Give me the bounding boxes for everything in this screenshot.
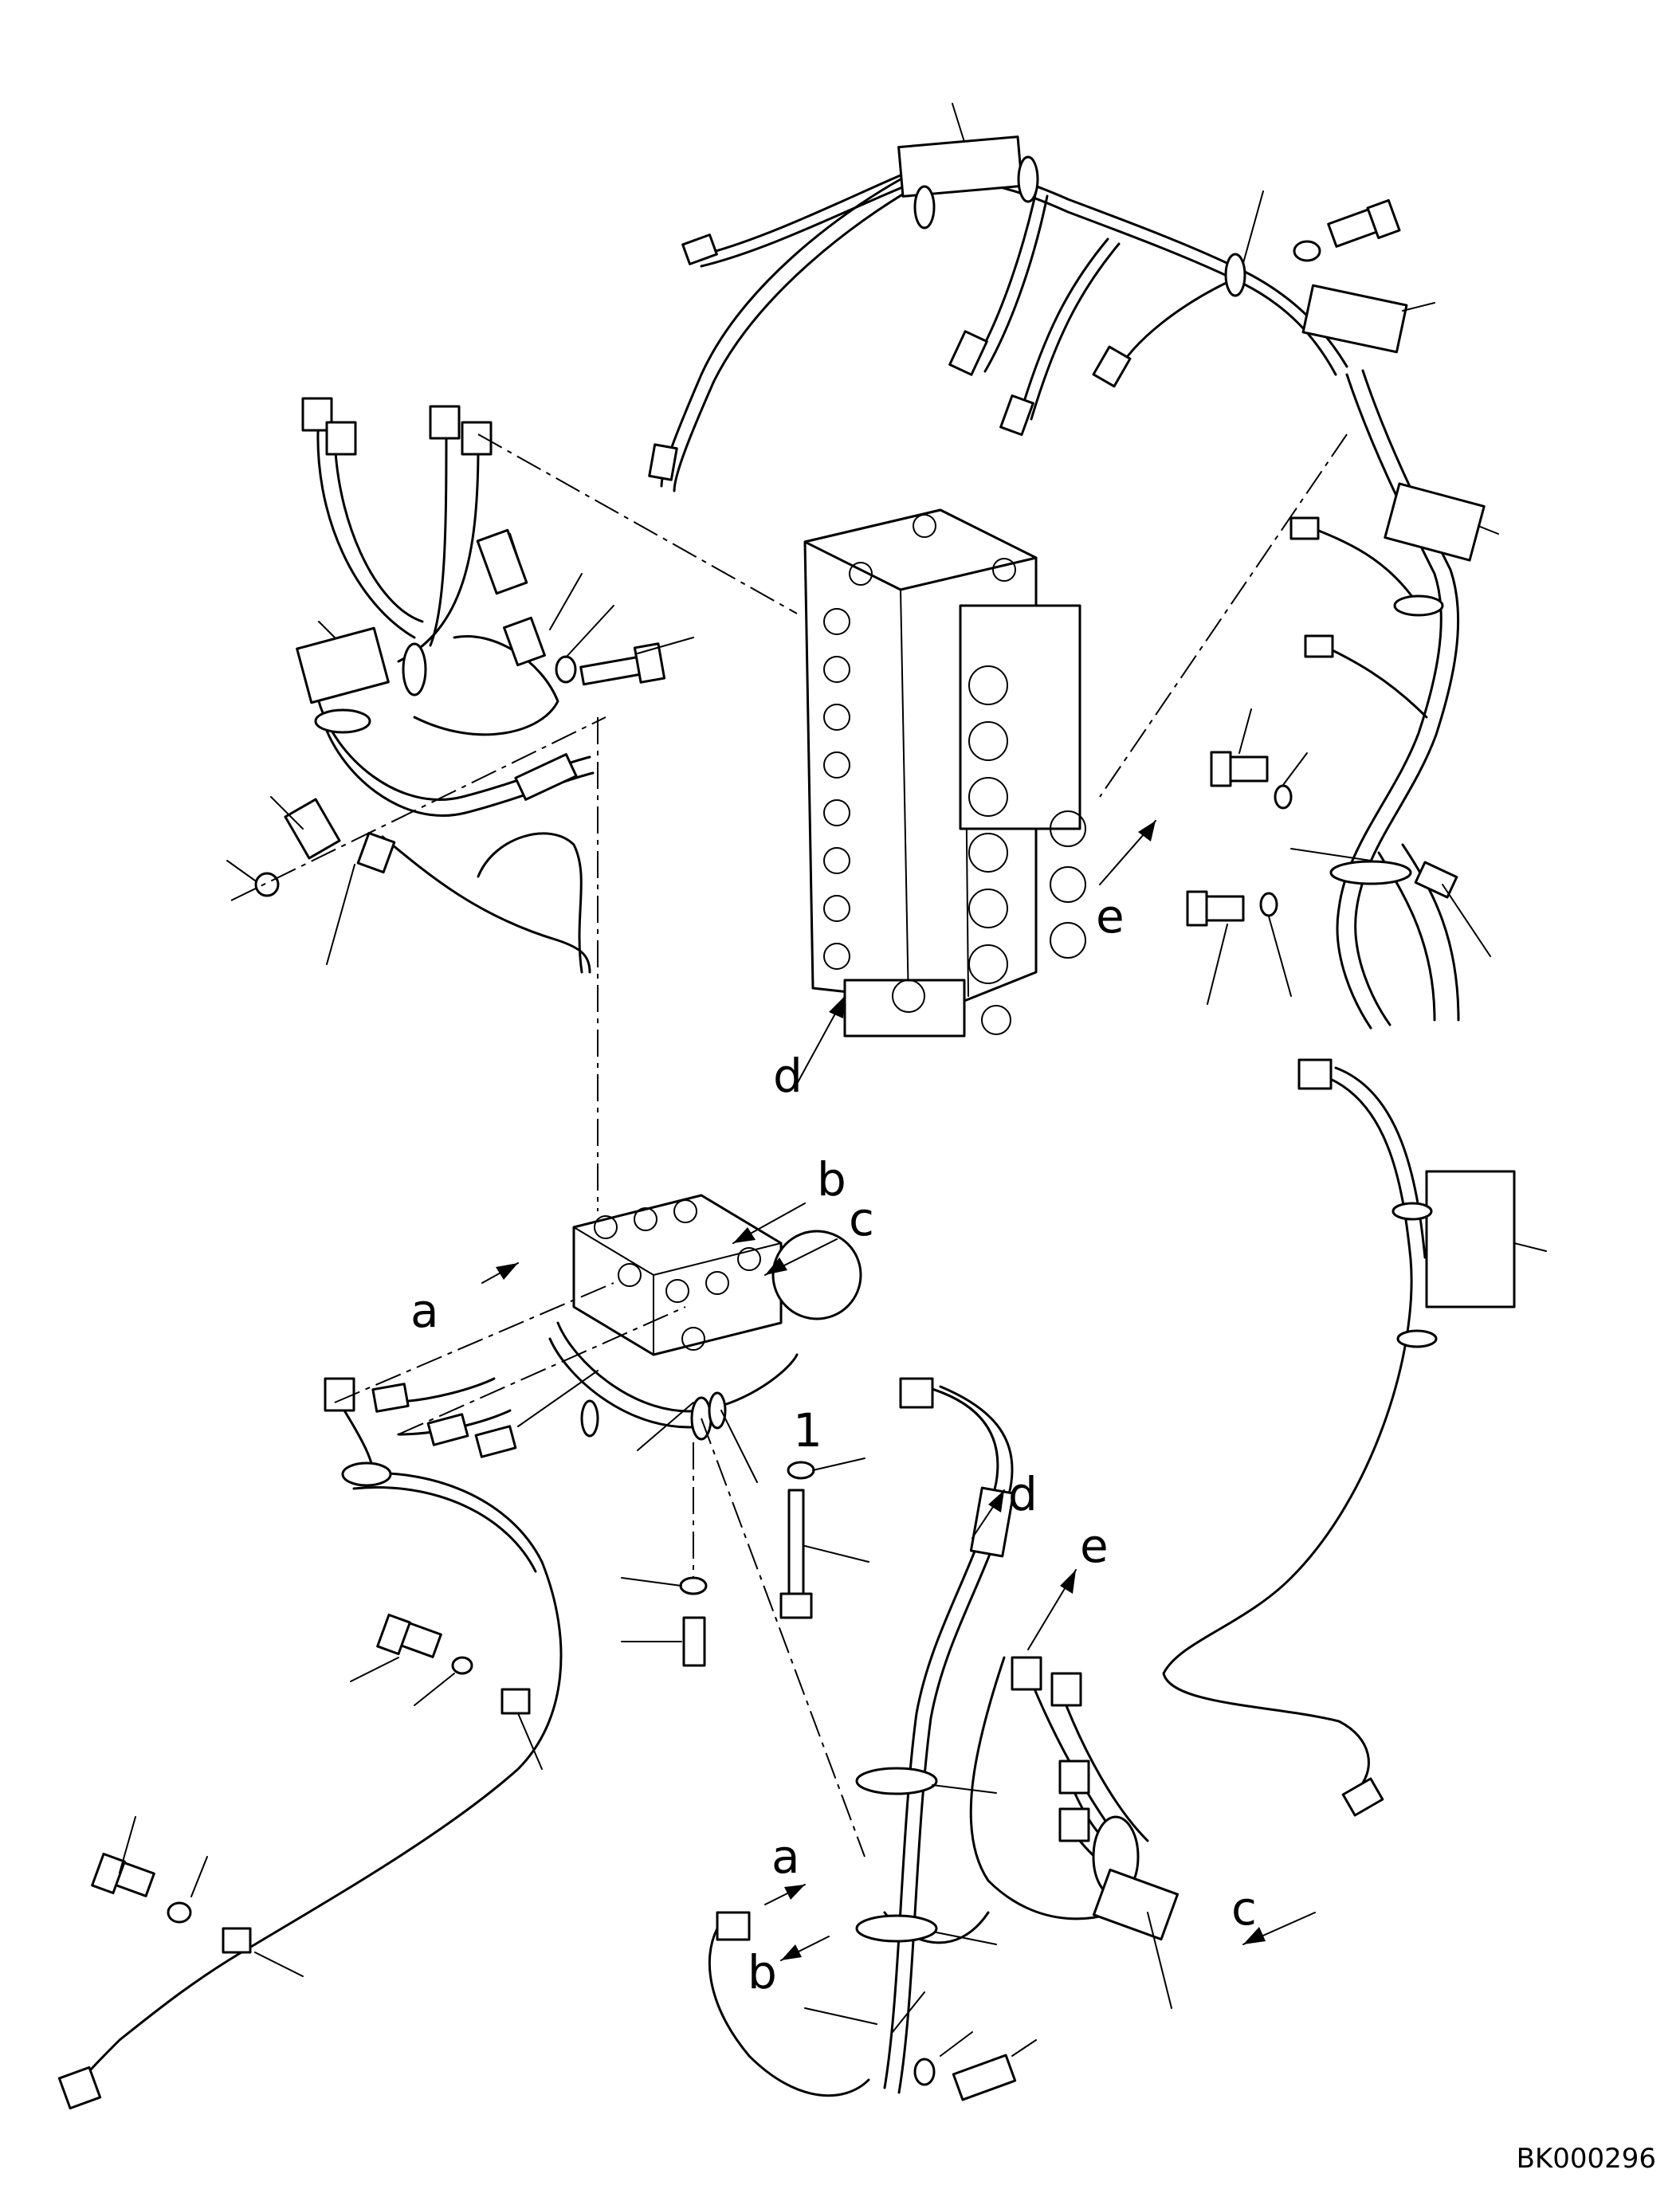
assembly-center-lines — [230, 434, 1348, 1858]
label-a-lower: a — [771, 1830, 800, 1884]
lower-center-hose-bundle — [708, 1377, 1180, 2101]
label-c-upper: c — [849, 1192, 874, 1246]
left-upper-hoses — [226, 397, 694, 974]
upper-hose-harness — [648, 103, 1435, 492]
right-hose-bundle — [1186, 369, 1499, 1030]
label-part-1: 1 — [793, 1403, 822, 1457]
main-control-valve — [803, 508, 1086, 1038]
connection-labels: d e a b c 1 d e a b c — [410, 889, 1257, 1999]
drawing-code: BK000296 — [1517, 2143, 1656, 2175]
label-d-lower: d — [1008, 1467, 1038, 1521]
solenoid-valve-assembly — [70, 1194, 869, 2097]
label-e-lower: e — [1080, 1519, 1109, 1573]
label-d-upper: d — [773, 1049, 803, 1103]
right-long-hose — [1162, 1058, 1547, 1817]
label-a-upper: a — [410, 1284, 439, 1338]
label-b-upper: b — [817, 1152, 846, 1206]
lower-left-hose — [57, 1613, 543, 2110]
connection-arrows — [481, 820, 1316, 1961]
label-b-lower: b — [748, 1945, 777, 1999]
label-e-upper: e — [1096, 889, 1125, 944]
label-c-lower: c — [1231, 1881, 1257, 1936]
